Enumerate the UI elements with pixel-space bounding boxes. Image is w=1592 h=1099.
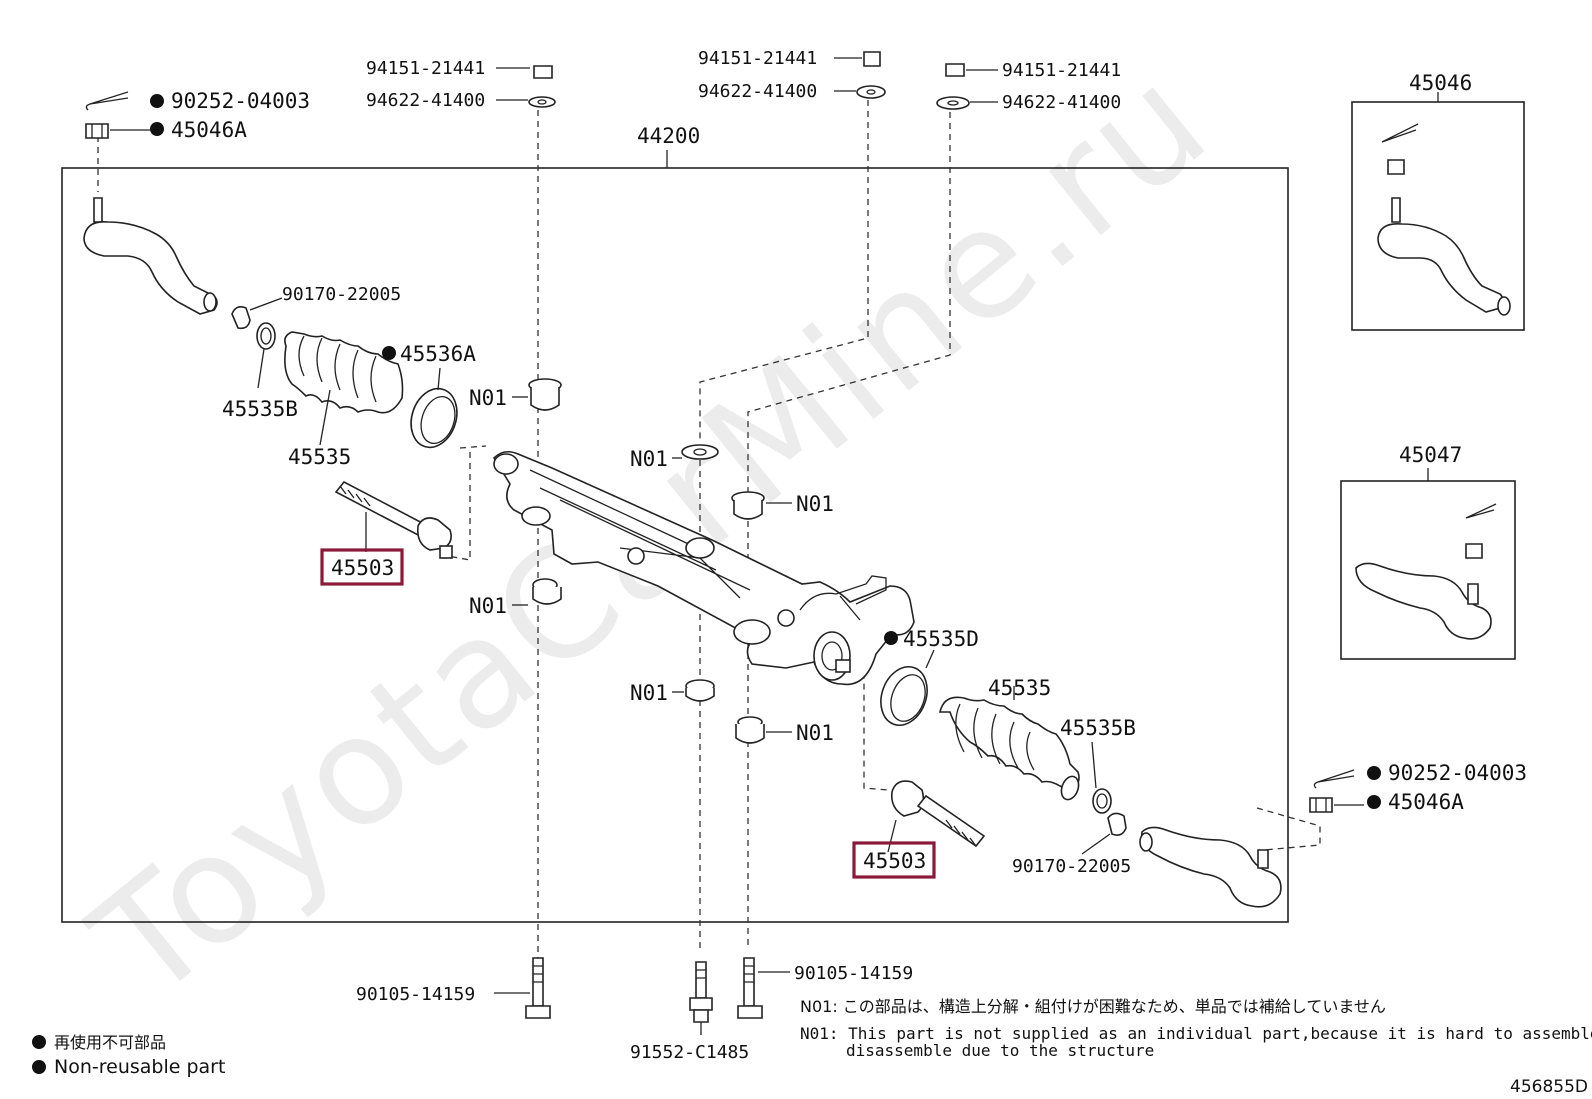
callout-label: 45535B: [1060, 716, 1136, 740]
mount-n01-6: [735, 716, 765, 744]
nonreusable-dot: [1367, 766, 1381, 780]
callout-label: N01: [469, 386, 507, 410]
callout-label: 45047: [1399, 443, 1462, 467]
callout-label: 94151-21441: [1002, 60, 1121, 81]
callout-label: 90252-04003: [171, 89, 310, 113]
mount-n01-5: [685, 679, 715, 702]
inset-45046-tie-rod-end: [1377, 123, 1511, 316]
callout-label: 45503: [331, 556, 394, 580]
callout-label: 45046A: [1388, 790, 1464, 814]
callout-label: 45046: [1409, 71, 1472, 95]
note-n01-japanese: N01: この部品は、構造上分解・組付けが困難なため、単品では補給していません: [800, 997, 1386, 1016]
steering-rack-boot-right: [939, 696, 1080, 801]
cotter-pin-right: [1313, 769, 1355, 789]
tie-rod-end-left: [83, 197, 218, 315]
callout-label: 45535D: [903, 627, 979, 651]
clamp-45536a: [410, 387, 458, 449]
nut-94151-3: [945, 63, 965, 77]
callout-label: 45046A: [171, 118, 247, 142]
tie-rod-end-right: [1139, 826, 1282, 908]
callout-label: 45503: [863, 849, 926, 873]
nut-94151-2: [863, 51, 881, 67]
cotter-pin-left: [85, 91, 129, 111]
steering-rack-boot-left: [284, 331, 404, 414]
washer-94622-3: [936, 96, 970, 110]
callout-label: 90105-14159: [794, 963, 913, 984]
washer-94622-1: [528, 96, 556, 108]
callout-label: 90170-22005: [282, 284, 401, 305]
legend-dot: [32, 1060, 46, 1074]
mount-n01-2: [681, 444, 719, 460]
bolt-90105-right: [737, 957, 763, 1019]
callout-label: 45535B: [222, 397, 298, 421]
callout-label: N01: [630, 681, 668, 705]
nonreusable-dot: [884, 631, 898, 645]
callout-label: 90105-14159: [356, 984, 475, 1005]
steering-rack-housing: [492, 450, 915, 686]
callout-label: 45536A: [400, 342, 476, 366]
callout-label: 94622-41400: [698, 81, 817, 102]
clamp-45535d: [880, 666, 928, 726]
callout-label: 45535: [288, 445, 351, 469]
mount-n01-4: [532, 578, 562, 605]
callout-label: 94622-41400: [1002, 92, 1121, 113]
clamp-45535b-left: [256, 322, 276, 350]
washer-94622-2: [856, 85, 886, 99]
clip-90170-left: [231, 306, 251, 330]
note-n01-english-line1: N01: This part is not supplied as an ind…: [800, 1024, 1592, 1043]
callout-label: N01: [796, 492, 834, 516]
nonreusable-dot: [150, 94, 164, 108]
mount-n01-1: [528, 378, 562, 411]
callout-label: 94622-41400: [366, 90, 485, 111]
callout-label: 94151-21441: [366, 58, 485, 79]
nonreusable-dot: [382, 346, 396, 360]
mount-n01-3: [731, 491, 765, 520]
castle-nut-left: [85, 123, 109, 139]
nut-94151-1: [533, 65, 553, 79]
castle-nut-right: [1309, 797, 1333, 813]
inner-tie-rod-left: [334, 480, 453, 559]
bolt-90105-left: [525, 957, 551, 1019]
callout-label: N01: [469, 594, 507, 618]
clip-90170-right: [1107, 812, 1127, 836]
bolt-91552: [689, 961, 713, 1023]
callout-label: 91552-C1485: [630, 1042, 749, 1063]
callout-label: N01: [630, 447, 668, 471]
callout-label: 45535: [988, 676, 1051, 700]
legend-english: Non-reusable part: [54, 1056, 225, 1078]
inner-tie-rod-right: [890, 780, 986, 848]
clamp-45535b-right: [1092, 788, 1112, 814]
assembly-frame: [61, 167, 1289, 923]
nonreusable-dot: [150, 122, 164, 136]
assembly-number: 44200: [637, 124, 700, 148]
inset-45047-tie-rod-end: [1355, 503, 1497, 640]
callout-label: 94151-21441: [698, 48, 817, 69]
diagram-code: 456855D: [1510, 1077, 1588, 1097]
legend-japanese: 再使用不可部品: [54, 1033, 166, 1052]
callout-label: 90252-04003: [1388, 761, 1527, 785]
callout-highlight: [852, 841, 936, 879]
legend-dot: [32, 1035, 46, 1049]
callout-label: 90170-22005: [1012, 856, 1131, 877]
callout-label: N01: [796, 721, 834, 745]
note-n01-english-line2: disassemble due to the structure: [846, 1041, 1154, 1060]
callout-highlight: [320, 548, 404, 586]
nonreusable-dot: [1367, 795, 1381, 809]
